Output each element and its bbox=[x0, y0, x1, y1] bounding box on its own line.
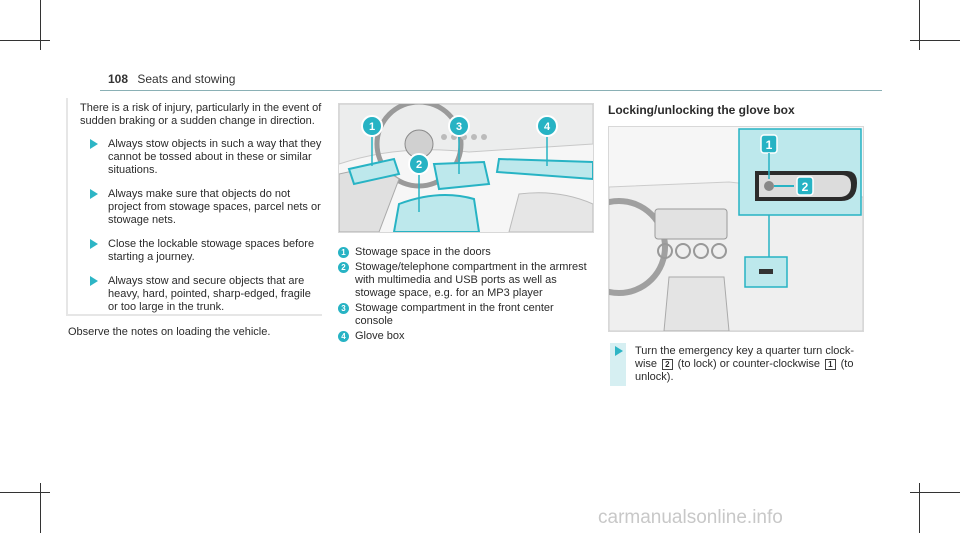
crop-mark bbox=[910, 40, 960, 41]
crop-mark bbox=[919, 0, 920, 50]
page-number: 108 bbox=[108, 72, 129, 86]
callout-2: 2 bbox=[408, 153, 430, 175]
callout-badge: 2 bbox=[338, 262, 349, 273]
svg-text:4: 4 bbox=[544, 121, 551, 133]
interior-illustration: 1 2 3 4 bbox=[339, 104, 593, 232]
arrow-icon bbox=[615, 346, 623, 356]
key-ref-2: 2 bbox=[662, 359, 673, 370]
callout-badge: 4 bbox=[338, 331, 349, 342]
callout-1: 1 bbox=[760, 134, 778, 154]
crop-mark bbox=[910, 492, 960, 493]
warning-bullet: Always make sure that objects do not pro… bbox=[80, 188, 322, 227]
interior-figure: 1 2 3 4 bbox=[338, 103, 594, 233]
glovebox-figure: 1 2 bbox=[608, 126, 864, 332]
arrow-icon bbox=[90, 139, 98, 149]
svg-text:2: 2 bbox=[416, 159, 422, 171]
callout-4: 4 bbox=[536, 115, 558, 137]
crop-mark bbox=[0, 492, 50, 493]
page-header: 108 Seats and stowing bbox=[108, 72, 235, 86]
watermark: carmanualsonline.info bbox=[598, 507, 783, 528]
crop-mark bbox=[0, 40, 50, 41]
svg-text:1: 1 bbox=[369, 121, 375, 133]
instruction-step: Turn the emergency key a quarter turn cl… bbox=[610, 343, 870, 386]
section-title: Seats and stowing bbox=[137, 72, 236, 86]
callout-badge: 1 bbox=[338, 247, 349, 258]
arrow-icon bbox=[90, 189, 98, 199]
warning-bullet: Always stow and secure objects that are … bbox=[80, 275, 322, 314]
callout-1: 1 bbox=[361, 115, 383, 137]
svg-text:2: 2 bbox=[802, 180, 809, 194]
glovebox-illustration: 1 2 bbox=[609, 127, 863, 331]
warning-intro: There is a risk of injury, particularly … bbox=[80, 102, 322, 127]
svg-text:3: 3 bbox=[456, 121, 462, 133]
callout-badge: 3 bbox=[338, 303, 349, 314]
warning-bullet: Close the lockable stowage spaces before… bbox=[80, 238, 322, 264]
callout-3: 3 bbox=[448, 115, 470, 137]
arrow-icon bbox=[90, 239, 98, 249]
warning-box: There is a risk of injury, particularly … bbox=[66, 98, 322, 316]
arrow-icon bbox=[90, 276, 98, 286]
crop-mark bbox=[40, 0, 41, 50]
glovebox-title: Locking/unlocking the glove box bbox=[608, 103, 795, 117]
header-divider bbox=[100, 90, 882, 91]
observe-note: Observe the notes on loading the vehicle… bbox=[68, 326, 271, 338]
crop-mark bbox=[40, 483, 41, 533]
key-ref-1: 1 bbox=[825, 359, 836, 370]
svg-text:1: 1 bbox=[766, 138, 773, 152]
callout-2: 2 bbox=[796, 176, 814, 196]
crop-mark bbox=[919, 483, 920, 533]
warning-bullet: Always stow objects in such a way that t… bbox=[80, 138, 322, 177]
